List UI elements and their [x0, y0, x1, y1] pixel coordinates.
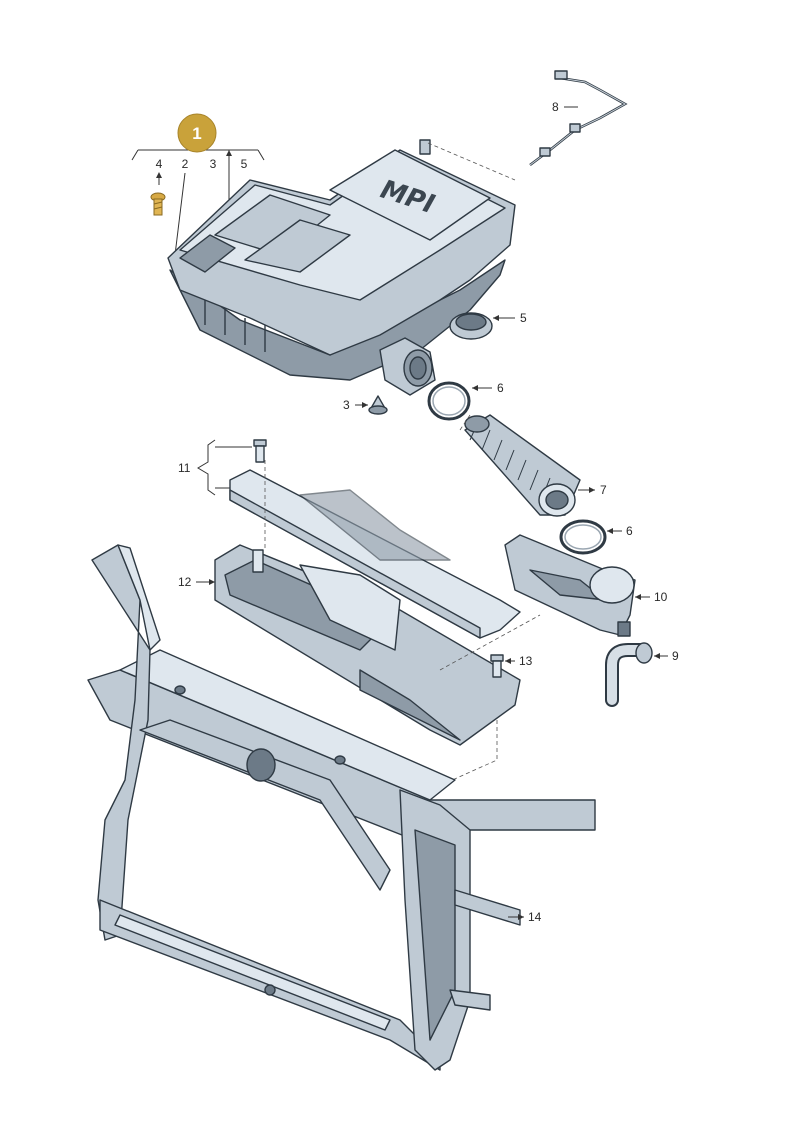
screw-part-11 — [253, 439, 267, 463]
air-duct-part-10 — [504, 534, 636, 637]
group-label-4: 4 — [156, 157, 163, 171]
callout-11: 11 — [178, 461, 191, 475]
screw-part-4 — [150, 192, 166, 216]
group-label-3: 3 — [210, 157, 217, 171]
cover-panel-part-11 — [229, 469, 521, 639]
callout-6-lower: 6 — [626, 524, 633, 538]
seal-ring-part-5 — [449, 312, 493, 340]
callout-6-upper: 6 — [497, 381, 504, 395]
callout-13: 13 — [519, 654, 533, 668]
group-label-5: 5 — [241, 157, 248, 171]
hose-clamp-part-6-upper — [427, 381, 471, 421]
callout-10: 10 — [654, 590, 668, 604]
screw-part-13 — [490, 654, 504, 678]
group-label-2: 2 — [182, 157, 189, 171]
elbow-hose-part-9 — [605, 642, 653, 707]
sensor-wire-part-8 — [529, 70, 628, 166]
front-carrier-part-14 — [87, 544, 596, 1071]
badge-label: 1 — [192, 124, 201, 143]
callout-12: 12 — [178, 575, 192, 589]
callout-3: 3 — [343, 398, 350, 412]
callout-9: 9 — [672, 649, 679, 663]
hose-clamp-part-6-lower — [559, 519, 607, 555]
grommet-part-3 — [368, 395, 388, 415]
callout-14: 14 — [528, 910, 542, 924]
intake-hose-part-7 — [464, 414, 581, 517]
callout-8: 8 — [552, 100, 559, 114]
part-group-badge: 1 — [131, 113, 265, 161]
air-filter-housing: MPI — [167, 139, 516, 396]
air-guide-part-12 — [214, 544, 521, 746]
callout-7: 7 — [600, 483, 607, 497]
callout-5: 5 — [520, 311, 527, 325]
